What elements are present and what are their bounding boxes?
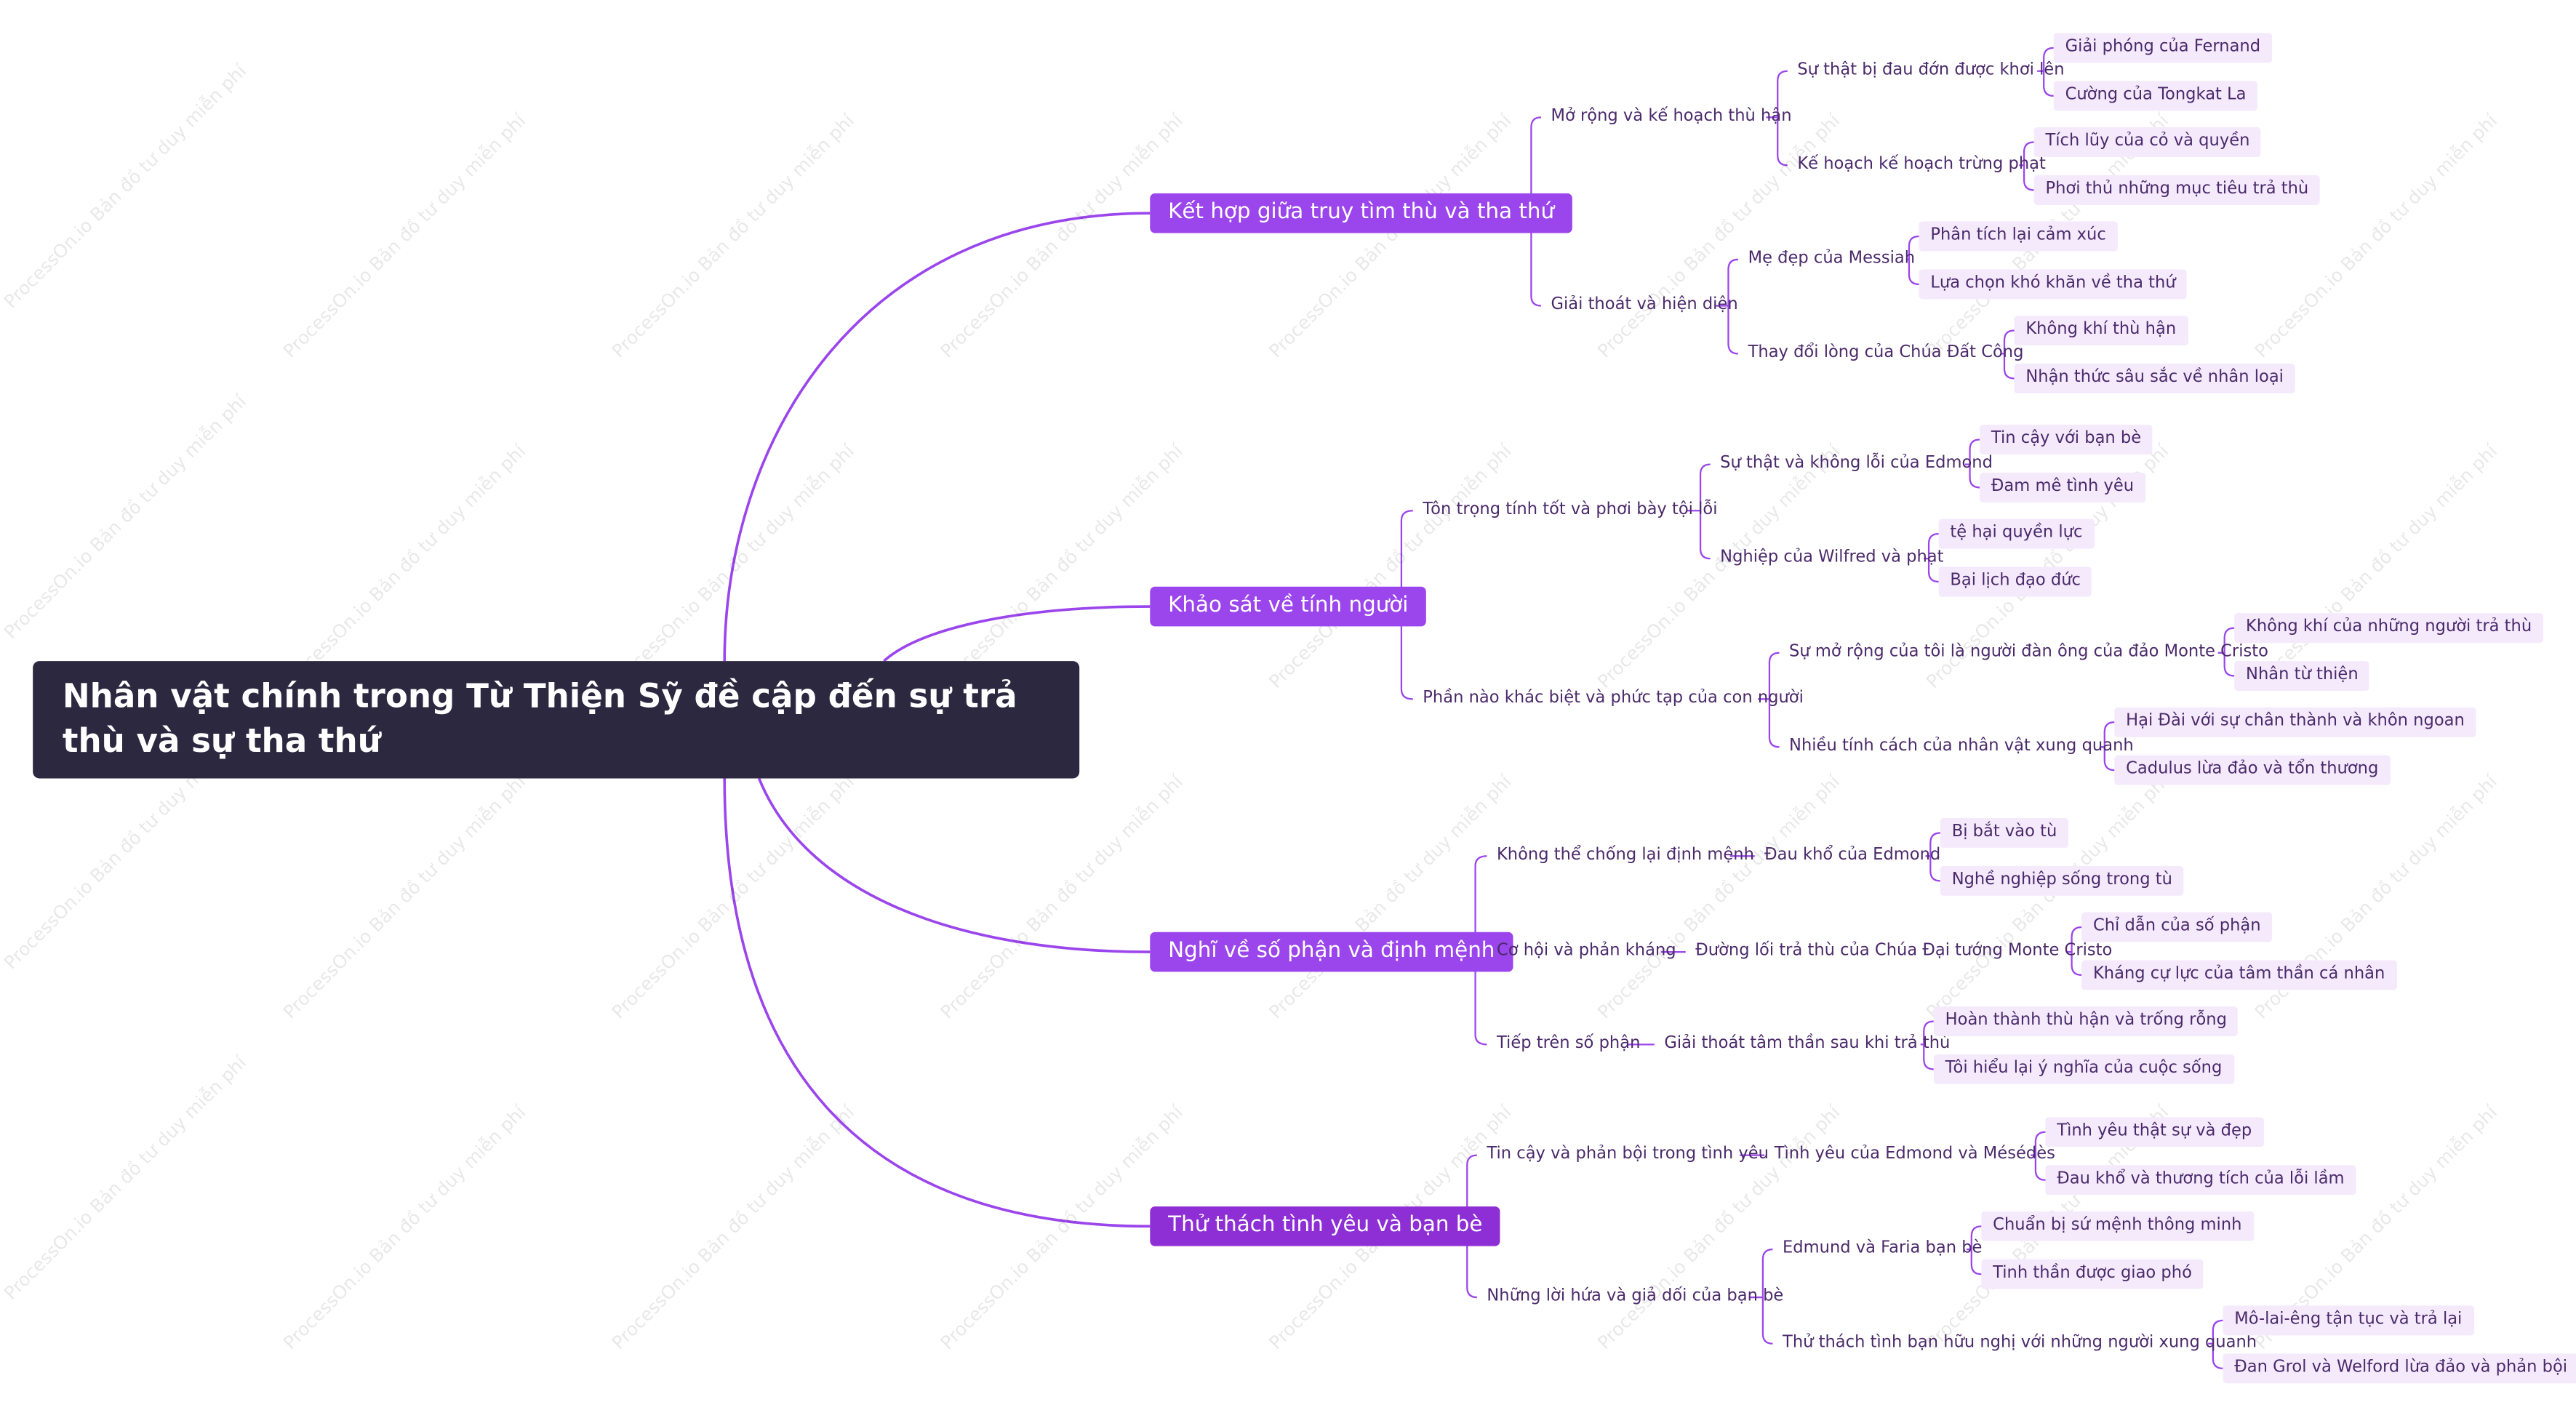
leaf-topic[interactable]: Phân tích lại cảm xúc [1919,221,2118,252]
subtopic[interactable]: Thử thách tình bạn hữu nghị với những ng… [1783,1334,2257,1353]
connector [1970,1225,1982,1275]
leaf-topic[interactable]: Không khí thù hận [2014,316,2188,345]
leaf-topic[interactable]: tệ hại quyền lực [1938,518,2095,549]
connector [1768,652,1780,748]
connector [2071,926,2082,977]
connector [1761,1249,1773,1345]
leaf-topic[interactable]: Tinh thần được giao phó [1981,1259,2204,1289]
subtopic[interactable]: Sự mở rộng của tôi là người đàn ông của … [1789,643,2268,662]
leaf-topic[interactable]: Hoàn thành thù hận và trống rỗng [1933,1006,2239,1036]
connector [1908,235,1919,286]
leaf-topic[interactable]: Bại lịch đạo đức [1938,566,2092,597]
leaf-topic[interactable]: Nhận thức sâu sắc về nhân loại [2014,363,2295,393]
subtopic[interactable]: Nghiệp của Wilfred và phạt [1720,548,1944,567]
leaf-topic[interactable]: Hại Đài với sự chân thành và khôn ngoan [2114,707,2476,737]
leaf-topic[interactable]: Tôi hiểu lại ý nghĩa của cuộc sống [1933,1054,2234,1084]
leaf-topic[interactable]: Cường của Tongkat La [2053,81,2258,111]
subtopic[interactable]: Phần nào khác biệt và phức tạp của con n… [1423,689,1804,708]
leaf-topic[interactable]: Chỉ dẫn của số phận [2081,912,2273,942]
leaf-topic[interactable]: Đan Grol và Welford lừa đảo và phản bội [2223,1353,2576,1384]
connector [2003,329,2015,380]
branch-topic[interactable]: Nghĩ về số phận và định mệnh [1150,932,1513,972]
subtopic[interactable]: Edmund và Faria bạn bè [1783,1239,1983,1258]
connector [723,778,1151,1228]
leaf-topic[interactable]: Cadulus lừa đảo và tổn thương [2114,755,2391,785]
subtopic[interactable]: Mẹ đẹp của Messiah [1748,249,1916,268]
connector [883,605,1151,662]
leaf-topic[interactable]: Đam mê tình yêu [1980,472,2145,502]
subtopic[interactable]: Cơ hội và phản kháng [1496,942,1676,961]
subtopic[interactable]: Sự thật bị đau đớn được khơi lên [1797,61,2065,80]
connector [757,777,1151,953]
connector [1927,532,1939,583]
subtopic[interactable]: Tin cậy và phản bội trong tình yêu [1487,1145,1769,1163]
leaf-topic[interactable]: Không khí của những người trả thù [2234,613,2544,644]
leaf-topic[interactable]: Đau khổ và thương tích của lỗi lầm [2045,1165,2356,1195]
connector [2103,721,2115,772]
leaf-topic[interactable]: Bị bắt vào tù [1940,817,2069,848]
leaf-topic[interactable]: Tình yêu thật sự và đẹp [2045,1117,2264,1147]
connector [1923,1020,1934,1070]
leaf-topic[interactable]: Nghề nghiệp sống trong tù [1940,865,2184,896]
leaf-topic[interactable]: Phơi thủ những mục tiêu trả thù [2033,175,2321,205]
branch-topic[interactable]: Thử thách tình yêu và bạn bè [1150,1206,1501,1246]
connector [2034,1131,2046,1181]
connector [2223,627,2235,677]
connector [2023,141,2034,191]
subtopic[interactable]: Giải thoát và hiện diện [1551,295,1738,314]
subtopic[interactable]: Đường lối trả thù của Chúa Đại tướng Mon… [1695,942,2113,961]
leaf-topic[interactable]: Chuẩn bị sứ mệnh thông minh [1981,1211,2254,1241]
subtopic[interactable]: Không thể chống lại định mệnh [1496,846,1754,865]
leaf-topic[interactable]: Tin cậy với bạn bè [1980,425,2153,454]
subtopic[interactable]: Nhiều tính cách của nhân vật xung quanh [1789,737,2134,756]
leaf-topic[interactable]: Lựa chọn khó khăn về tha thứ [1919,269,2188,300]
leaf-topic[interactable]: Kháng cự lực của tâm thần cá nhân [2081,960,2397,990]
subtopic[interactable]: Tiếp trên số phận [1496,1034,1641,1053]
connector [723,212,1151,662]
subtopic[interactable]: Kế hoạch kế hoạch trừng phạt [1797,155,2046,174]
connector [2212,1319,2223,1369]
subtopic[interactable]: Thay đổi lòng của Chúa Đất Công [1748,343,2024,362]
connector [2043,47,2054,97]
connector [1699,463,1711,560]
connector [1727,258,1739,355]
root-topic[interactable]: Nhân vật chính trong Từ Thiện Sỹ đề cập … [33,661,1080,779]
branch-topic[interactable]: Khảo sát về tính người [1150,586,1427,627]
leaf-topic[interactable]: Nhân từ thiện [2234,661,2370,691]
leaf-topic[interactable]: Mô-lai-êng tận tục và trả lại [2223,1305,2474,1336]
subtopic[interactable]: Tôn trọng tính tốt và phơi bày tội lỗi [1423,500,1718,519]
leaf-topic[interactable]: Tích lũy của cỏ và quyền [2033,127,2262,157]
subtopic[interactable]: Sự thật và không lỗi của Edmond [1720,454,1993,473]
subtopic[interactable]: Giải thoát tâm thần sau khi trả thù [1664,1034,1951,1053]
subtopic[interactable]: Mở rộng và kế hoạch thù hận [1551,107,1792,126]
subtopic[interactable]: Tình yêu của Edmond và Mésédès [1774,1145,2055,1163]
connector [1777,70,1788,167]
connector [1969,438,1980,489]
branch-topic[interactable]: Kết hợp giữa truy tìm thù và tha thứ [1150,193,1573,233]
subtopic[interactable]: Những lời hứa và giả dối của bạn bè [1487,1287,1784,1306]
connector [1929,832,1940,882]
leaf-topic[interactable]: Giải phóng của Fernand [2053,33,2272,63]
subtopic[interactable]: Đau khổ của Edmond [1764,846,1941,865]
